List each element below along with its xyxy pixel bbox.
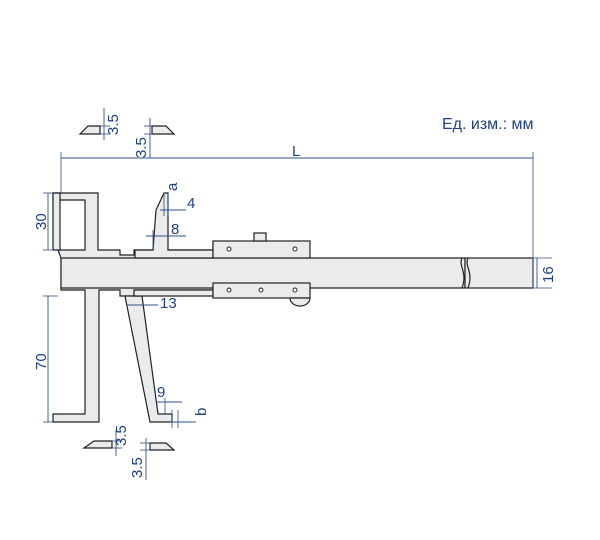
slider-screw	[292, 287, 298, 293]
dim-30: 30	[33, 213, 50, 230]
lower-tip-section-2	[149, 442, 176, 451]
upper-tip-section-2	[151, 125, 176, 135]
dim-L: L	[292, 143, 300, 160]
dim-upper-3.5-2: 3.5	[133, 137, 150, 158]
dim-13: 13	[160, 295, 177, 312]
dim-70: 70	[33, 353, 50, 370]
dim-16: 16	[540, 266, 557, 283]
slider-screw	[292, 246, 298, 252]
slider-screw	[258, 287, 264, 293]
upper-fixed-blade	[52, 192, 61, 251]
dim-b: b	[193, 408, 210, 416]
dim-lower-3.5-2: 3.5	[129, 457, 146, 478]
thumb-roller	[289, 297, 311, 307]
dim-lower-3.5-1: 3.5	[113, 425, 130, 446]
dim-4: 4	[187, 195, 195, 212]
caliper-body	[52, 192, 534, 423]
dim-upper-3.5-1: 3.5	[105, 114, 122, 135]
units-label: Ед. изм.: мм	[442, 116, 534, 133]
main-beam-end	[464, 257, 534, 289]
beam-break	[460, 257, 471, 289]
dim-a: a	[164, 182, 181, 191]
dimensions: L 30 70 16 a 4 8 13 9 b	[33, 108, 557, 480]
dim-9: 9	[157, 384, 165, 401]
lock-screw	[253, 232, 267, 242]
slider-screw	[226, 246, 232, 252]
slider-screw	[226, 287, 232, 293]
lower-tip-section-1	[82, 440, 113, 449]
dim-8: 8	[171, 221, 179, 238]
upper-tip-section-1	[78, 125, 101, 135]
upper-sliding-jaw	[134, 192, 214, 259]
